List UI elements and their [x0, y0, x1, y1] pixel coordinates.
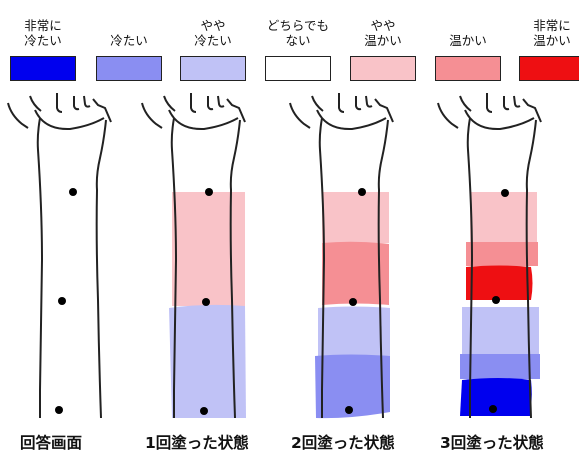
legend-item-neutral[interactable]: どちらでも ない	[257, 0, 339, 84]
color-swatch-slightly-cold[interactable]	[180, 56, 246, 81]
color-band-slightly-cold[interactable]	[318, 307, 390, 357]
color-swatch-very-cold[interactable]	[10, 56, 76, 81]
legend-label: どちらでも ない	[257, 8, 339, 48]
caption-painted-three-times: 3回塗った状態	[440, 433, 544, 453]
legend-item-warm[interactable]: 温かい	[427, 0, 509, 84]
measurement-point	[358, 188, 366, 196]
legend-item-slightly-warm[interactable]: やや 温かい	[342, 0, 424, 84]
color-swatch-slightly-warm[interactable]	[350, 56, 416, 81]
measurement-point	[58, 297, 66, 305]
measurement-point	[69, 188, 77, 196]
measurement-point	[205, 188, 213, 196]
caption-answer-screen: 回答画面	[20, 433, 82, 453]
color-band-slightly-warm[interactable]	[172, 192, 245, 306]
color-swatch-warm[interactable]	[435, 56, 501, 81]
measurement-point	[345, 406, 353, 414]
color-band-cold[interactable]	[460, 354, 540, 379]
color-swatch-very-warm[interactable]	[519, 56, 579, 81]
color-swatch-cold[interactable]	[96, 56, 162, 81]
arm-panel-answer-screen[interactable]	[8, 93, 111, 418]
caption-painted-once: 1回塗った状態	[145, 433, 249, 453]
measurement-point	[200, 407, 208, 415]
caption-painted-twice: 2回塗った状態	[291, 433, 395, 453]
legend-label: やや 冷たい	[172, 8, 254, 48]
measurement-point	[55, 406, 63, 414]
color-swatch-neutral[interactable]	[265, 56, 331, 81]
arm-panels	[0, 92, 579, 430]
legend-label: 非常に 温かい	[511, 8, 579, 48]
arm-panel-painted-once[interactable]	[142, 93, 246, 418]
measurement-point	[501, 189, 509, 197]
measurement-point	[489, 405, 497, 413]
legend-label: 温かい	[427, 8, 509, 48]
legend-item-very-cold[interactable]: 非常に 冷たい	[2, 0, 84, 84]
color-band-very-warm[interactable]	[466, 266, 533, 301]
legend-item-slightly-cold[interactable]: やや 冷たい	[172, 0, 254, 84]
legend-label: 冷たい	[88, 8, 170, 48]
measurement-point	[492, 296, 500, 304]
measurement-point	[349, 298, 357, 306]
measurement-point	[202, 298, 210, 306]
legend-label: 非常に 冷たい	[2, 8, 84, 48]
arm-panel-painted-three-times[interactable]	[438, 93, 541, 418]
legend-item-very-warm[interactable]: 非常に 温かい	[511, 0, 579, 84]
legend-label: やや 温かい	[342, 8, 424, 48]
arm-panel-painted-twice[interactable]	[290, 93, 393, 418]
legend-item-cold[interactable]: 冷たい	[88, 0, 170, 84]
